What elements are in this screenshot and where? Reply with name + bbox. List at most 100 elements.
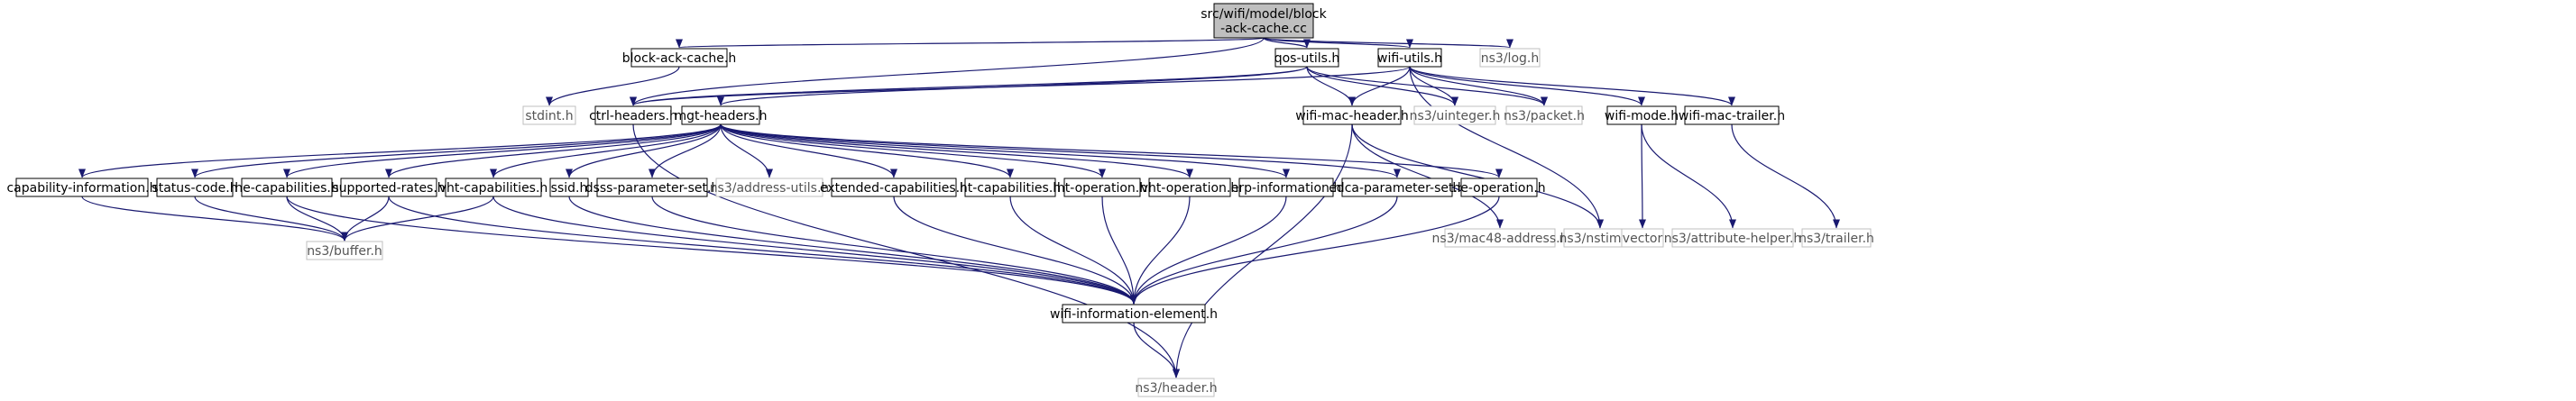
node-vht_operation_h[interactable]: vht-operation.h (1141, 178, 1239, 197)
node-root[interactable]: src/wifi/model/block-ack-cache.cc (1201, 3, 1328, 39)
node-block_ack_cache_h[interactable]: block-ack-cache.h (622, 48, 736, 68)
node-label: vht-capabilities.h (439, 181, 548, 196)
node-label: capability-information.h (6, 181, 157, 196)
node-wifi_mac_header_h[interactable]: wifi-mac-header.h (1295, 105, 1409, 125)
node-wifi_mac_trailer_h[interactable]: wifi-mac-trailer.h (1679, 105, 1785, 125)
edge-mgt_headers_h-to-supported_rates_h (385, 123, 722, 178)
edge-wifi_mac_header_h-to-ns3_mac48_address_h (1351, 123, 1504, 229)
node-label: wifi-mac-trailer.h (1679, 109, 1785, 123)
node-ns3_packet_h: ns3/packet.h (1504, 105, 1585, 125)
node-ns3_buffer_h: ns3/buffer.h (306, 241, 383, 260)
node-box (1274, 48, 1339, 68)
node-box (1341, 178, 1453, 197)
edge-ht_operation_h-to-wifi_information_element_h (1101, 196, 1137, 305)
node-label: ns3/trailer.h (1799, 232, 1874, 246)
edge-supported_rates_h-to-wifi_information_element_h (388, 196, 1137, 305)
node-box (1801, 228, 1872, 248)
node-box (1377, 48, 1442, 68)
node-box (964, 178, 1056, 197)
node-he_operation_h[interactable]: he-operation.h (1452, 178, 1546, 197)
node-label: ns3/nstime.h (1559, 232, 1642, 246)
node-extended_capabilities_h[interactable]: extended-capabilities.h (820, 178, 968, 197)
node-label: -ack-cache.cc (1220, 22, 1307, 36)
node-box (1606, 105, 1677, 125)
node-ns3_attribute_helper_h: ns3/attribute-helper.h (1664, 228, 1801, 248)
node-box (549, 178, 589, 197)
node-label: src/wifi/model/block (1201, 7, 1327, 22)
node-label: ssid.h (551, 181, 588, 196)
edge-he_operation_h-to-wifi_information_element_h (1130, 196, 1500, 305)
node-wifi_mode_h[interactable]: wifi-mode.h (1605, 105, 1679, 125)
node-label: wifi-information-element.h (1050, 307, 1218, 322)
edge-mgt_headers_h-to-extended_capabilities_h (720, 123, 897, 178)
node-qos_utils_h[interactable]: qos-utils.h (1274, 48, 1340, 68)
node-label: dsss-parameter-set.h (585, 181, 720, 196)
node-box (1460, 178, 1538, 197)
node-box (1413, 105, 1496, 125)
node-box (156, 178, 234, 197)
node-ssid_h[interactable]: ssid.h (549, 178, 589, 197)
node-box (445, 178, 542, 197)
edge-mgt_headers_h-to-erp_information_h (720, 123, 1290, 178)
node-label: ht-capabilities.h (960, 181, 1061, 196)
node-ns3_uinteger_h: ns3/uinteger.h (1410, 105, 1501, 125)
node-capability_information_h[interactable]: capability-information.h (6, 178, 158, 197)
node-supported_rates_h[interactable]: supported-rates.h (332, 178, 446, 197)
node-ht_capabilities_h[interactable]: ht-capabilities.h (960, 178, 1061, 197)
edge-erp_information_h-to-wifi_information_element_h (1130, 196, 1287, 305)
node-vht_capabilities_h[interactable]: vht-capabilities.h (439, 178, 548, 197)
edge-root-to-ctrl_headers_h (630, 37, 1265, 106)
edge-mgt_headers_h-to-dsss_parameter_set_h (649, 123, 722, 178)
node-mgt_headers_h[interactable]: mgt-headers.h (674, 105, 768, 125)
node-status_code_h[interactable]: status-code.h (152, 178, 238, 197)
node-label: ns3/buffer.h (307, 244, 382, 259)
node-box (1479, 48, 1541, 68)
node-ns3_mac48_address_h: ns3/mac48-address.h (1432, 228, 1569, 248)
node-wifi_information_element_h[interactable]: wifi-information-element.h (1050, 304, 1218, 324)
edge-he_capabilities_h-to-ns3_buffer_h (286, 196, 348, 242)
node-label: wifi-mac-header.h (1295, 109, 1409, 123)
node-label: status-code.h (152, 181, 237, 196)
node-box (1238, 178, 1334, 197)
node-box (630, 48, 728, 68)
edge-capability_information_h-to-ns3_buffer_h (81, 196, 348, 242)
edge-wifi_mac_header_h-to-ns3_header_h (1173, 123, 1353, 378)
edge-status_code_h-to-ns3_buffer_h (194, 196, 348, 242)
edge-he_capabilities_h-to-wifi_information_element_h (286, 196, 1137, 305)
edge-mgt_headers_h-to-ht_operation_h (720, 123, 1106, 178)
node-label: ns3/uinteger.h (1410, 109, 1501, 123)
edge-mgt_headers_h-to-ht_capabilities_h (720, 123, 1014, 178)
node-he_capabilities_h[interactable]: he-capabilities.h (235, 178, 339, 197)
node-box (1444, 228, 1556, 248)
edge-wifi_utils_h-to-ctrl_headers_h (630, 66, 1411, 106)
node-label: ns3/mac48-address.h (1432, 232, 1569, 246)
node-box (1684, 105, 1780, 125)
node-erp_information_h[interactable]: erp-information.h (1231, 178, 1341, 197)
edge-root-to-ns3_log_h (1263, 37, 1513, 49)
edge-block_ack_cache_h-to-stdint_h (546, 66, 680, 106)
node-label: ns3/packet.h (1504, 109, 1585, 123)
edge-wifi_mac_trailer_h-to-ns3_trailer_h (1731, 123, 1840, 229)
node-stdint_h: stdint.h (522, 105, 576, 125)
edge-mgt_headers_h-to-vht_capabilities_h (490, 123, 722, 178)
node-label: edca-parameter-set.h (1329, 181, 1466, 196)
node-dsss_parameter_set_h[interactable]: dsss-parameter-set.h (585, 178, 720, 197)
node-box (681, 105, 760, 125)
node-box (1148, 178, 1231, 197)
node-ns3_log_h: ns3/log.h (1479, 48, 1541, 68)
node-edca_parameter_set_h[interactable]: edca-parameter-set.h (1329, 178, 1466, 197)
edge-mgt_headers_h-to-status_code_h (191, 123, 722, 178)
edge-edca_parameter_set_h-to-wifi_information_element_h (1130, 196, 1398, 305)
node-wifi_utils_h[interactable]: wifi-utils.h (1377, 48, 1442, 68)
edge-mgt_headers_h-to-edca_parameter_set_h (720, 123, 1401, 178)
node-label: supported-rates.h (332, 181, 445, 196)
nodes-layer: src/wifi/model/block-ack-cache.cc block-a… (6, 3, 1874, 397)
node-label: vector (1623, 232, 1663, 246)
node-label: ns3/log.h (1481, 51, 1539, 66)
edge-vht_operation_h-to-wifi_information_element_h (1130, 196, 1191, 305)
node-ht_operation_h[interactable]: ht-operation.h (1057, 178, 1147, 197)
node-ns3_trailer_h: ns3/trailer.h (1799, 228, 1874, 248)
node-ctrl_headers_h[interactable]: ctrl-headers.h (589, 105, 677, 125)
node-label: he-capabilities.h (235, 181, 338, 196)
edge-wifi_mode_h-to-ns3_attribute_helper_h (1641, 123, 1736, 229)
